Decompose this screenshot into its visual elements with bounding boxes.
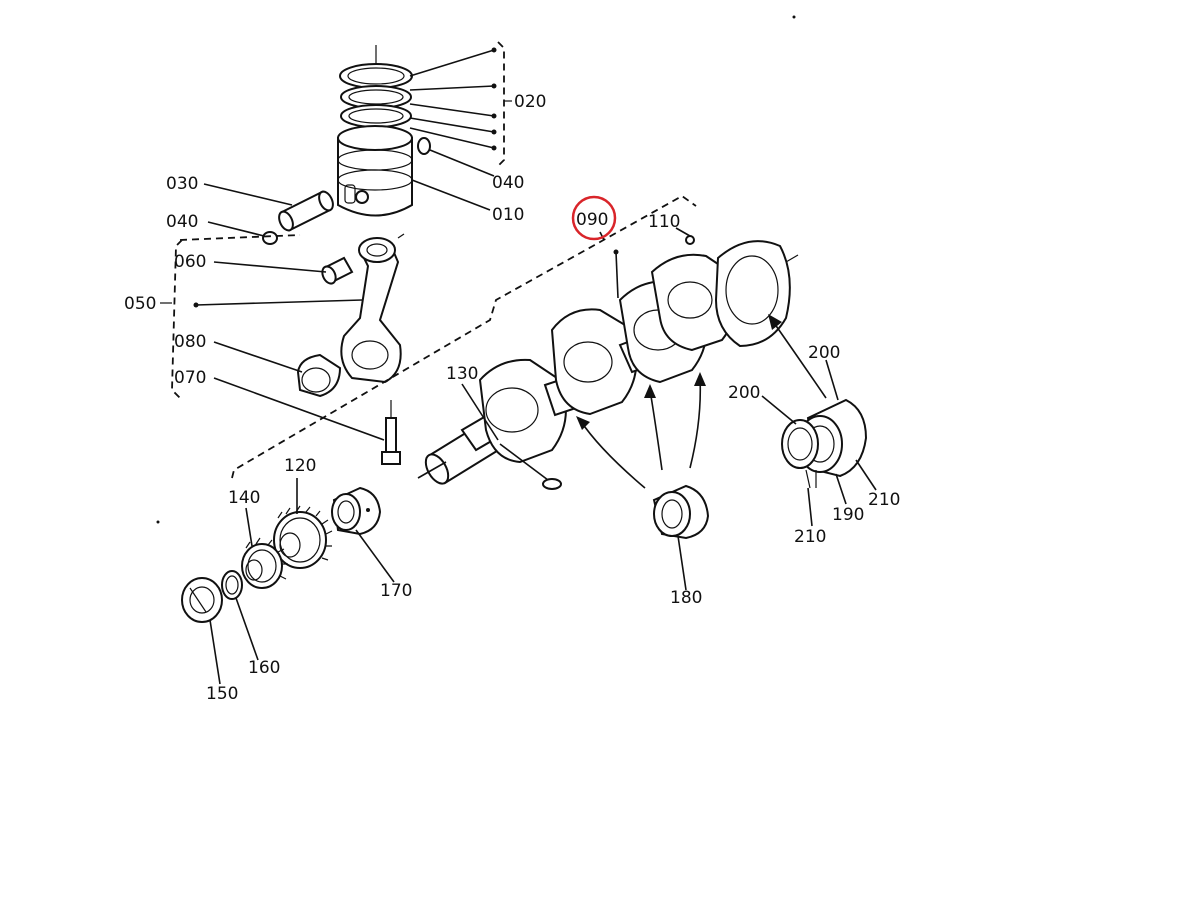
small-end-bushing	[321, 256, 354, 285]
crankpin-bearing	[296, 353, 342, 398]
callout-190: 190	[832, 505, 864, 525]
crankshaft	[424, 235, 799, 490]
callout-110: 110	[648, 212, 680, 232]
callout-200-right: 200	[808, 343, 840, 363]
callout-labels: 020 040 010 030 040 060 050 080 070 090 …	[124, 92, 900, 704]
seal-ring-160	[221, 570, 243, 600]
crankshaft-group-outline	[231, 194, 697, 479]
front-bushing-170	[331, 486, 382, 536]
piston-rings	[339, 63, 413, 128]
callout-210-right: 210	[868, 490, 900, 510]
front-oil-seal-150	[181, 577, 223, 623]
callout-010: 010	[492, 205, 524, 225]
callout-160: 160	[248, 658, 280, 678]
callout-080: 080	[174, 332, 206, 352]
assembly-arrows	[417, 314, 827, 489]
callout-170: 170	[380, 581, 412, 601]
piston-pin	[278, 190, 334, 232]
speck	[792, 15, 796, 19]
leader-lines	[193, 47, 877, 685]
callout-150: 150	[206, 684, 238, 704]
connecting-rod	[340, 233, 405, 384]
callout-130: 130	[446, 364, 478, 384]
main-bearing-180	[652, 484, 710, 540]
conrod-group-bracket	[171, 234, 301, 399]
callout-210-bottom: 210	[794, 527, 826, 547]
callout-030: 030	[166, 174, 198, 194]
callout-050: 050	[124, 294, 156, 314]
callout-040-top: 040	[492, 173, 524, 193]
bearing-case-190	[797, 398, 868, 489]
piston-assembly	[262, 45, 431, 465]
gear-140	[241, 537, 288, 589]
circlip-top	[417, 137, 431, 155]
callout-180: 180	[670, 588, 702, 608]
callout-200-left: 200	[728, 383, 760, 403]
callout-020: 020	[514, 92, 546, 112]
callout-060: 060	[174, 252, 206, 272]
callout-120: 120	[284, 456, 316, 476]
plug-110	[685, 235, 695, 245]
piston	[337, 125, 413, 217]
ring-set-bracket	[497, 41, 505, 167]
callout-070: 070	[174, 368, 206, 388]
conrod-bolt	[381, 400, 401, 465]
speck	[156, 520, 160, 524]
gear-120	[273, 505, 333, 569]
callout-140: 140	[228, 488, 260, 508]
circlip-left	[262, 231, 278, 245]
bearing-case-200	[781, 419, 819, 469]
callout-090: 090	[576, 210, 608, 230]
highlight-circle-090	[571, 195, 617, 241]
callout-040-left: 040	[166, 212, 198, 232]
oring-130	[542, 478, 562, 490]
